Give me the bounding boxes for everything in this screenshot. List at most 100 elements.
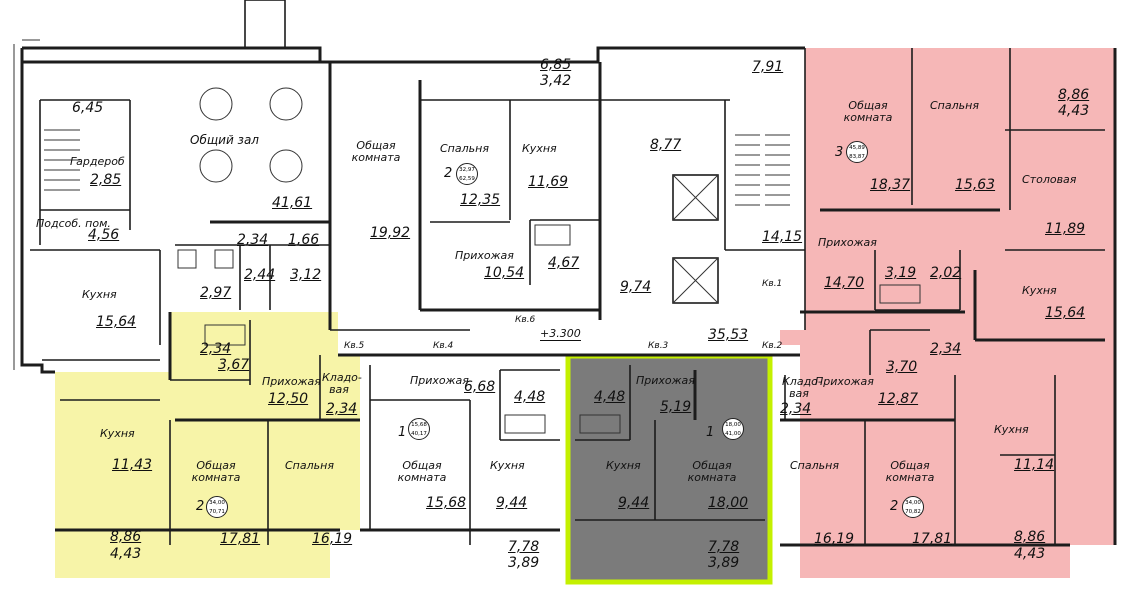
room-name-bedroom: Спальня [790, 459, 839, 472]
area-label: 14,70 [824, 275, 865, 291]
room-name-kitchen: Кухня [606, 459, 641, 472]
area-label: 1,66 [288, 232, 320, 248]
area-label: 9,44 [618, 495, 650, 511]
apartment-number: Кв.2 [762, 341, 783, 351]
area-label: 15,64 [1045, 305, 1086, 321]
area-label: 5,19 [660, 399, 692, 415]
room-name-wardrobe: Гардероб [70, 155, 125, 168]
area-label: 4,48 [594, 389, 626, 405]
area-label: 11,14 [1014, 457, 1055, 473]
area-label: 8,86 [110, 529, 142, 545]
room-name-living: Общая комната [687, 459, 737, 485]
room-name-bedroom: Спальня [285, 459, 334, 472]
area-label: 16,19 [312, 531, 353, 547]
area-label: 35,53 [708, 327, 749, 343]
room-name-bedroom: Спальня [930, 99, 979, 112]
room-name-kitchen: Кухня [994, 423, 1029, 436]
room-name-kitchen: Кухня [490, 459, 525, 472]
area-label: 9,44 [496, 495, 528, 511]
area-label: 18,37 [870, 177, 911, 193]
room-count: 2 [890, 499, 899, 514]
area-label: 18,00 [708, 495, 749, 511]
area-label: 11,43 [112, 457, 153, 473]
room-name-bedroom: Спальня [440, 142, 489, 155]
room-name-living: Общая комната [885, 459, 935, 485]
area-label: 4,48 [514, 389, 546, 405]
area-label: 2,34 [780, 401, 812, 417]
area-label: 3,89 [708, 555, 740, 571]
area-label: 15,64 [96, 314, 137, 330]
room-count: 1 [706, 425, 715, 440]
room-count: 2 [444, 166, 453, 181]
room-name-storage: Кладо- вая [782, 375, 822, 401]
room-name-hall: Прихожая [410, 374, 469, 387]
area-label: 10,54 [484, 265, 525, 281]
apartment-number: Кв.5 [344, 341, 365, 351]
apartment-number: Кв.4 [433, 341, 454, 351]
room-count: 2 [196, 499, 205, 514]
area-label: 2,34 [237, 232, 269, 248]
area-label: 3,89 [508, 555, 540, 571]
area-label: 17,81 [912, 531, 953, 547]
room-name-hall: Прихожая [818, 236, 877, 249]
room-name-storage: Кладо- вая [322, 371, 362, 397]
area-label: 6,85 [540, 57, 572, 73]
room-name-living: Общая комната [351, 139, 401, 165]
area-label: 12,50 [268, 391, 309, 407]
area-label: 8,86 [1014, 529, 1046, 545]
room-name-utility: Подсоб. пом. [36, 217, 111, 230]
area-label: 17,81 [220, 531, 261, 547]
area-label: 7,78 [508, 539, 540, 555]
area-label: 11,89 [1045, 221, 1086, 237]
area-label: 3,67 [218, 357, 250, 373]
area-label: 8,86 [1058, 87, 1090, 103]
area-label: 4,43 [1058, 103, 1090, 119]
area-label: 3,42 [540, 73, 572, 89]
area-label: 6,45 [72, 100, 104, 116]
room-name-kitchen: Кухня [100, 427, 135, 440]
area-label: 7,91 [752, 59, 784, 75]
yellow-unit-fill [55, 312, 360, 578]
room-name-dining: Столовая [1022, 173, 1077, 186]
area-label: 4,67 [548, 255, 580, 271]
area-label: 2,02 [930, 265, 962, 281]
area-label: 2,85 [90, 172, 122, 188]
area-label: 2,97 [200, 285, 232, 301]
room-name-living: Общая комната [191, 459, 241, 485]
area-label: 14,15 [762, 229, 803, 245]
area-label: 3,12 [290, 267, 322, 283]
selected-unit-fill [568, 356, 770, 582]
room-name-kitchen: Кухня [522, 142, 557, 155]
area-label: 19,92 [370, 225, 411, 241]
area-label: 12,87 [878, 391, 919, 407]
area-label: 2,34 [930, 341, 962, 357]
room-name-hall: Прихожая [636, 374, 695, 387]
room-name-hall: Прихожая [262, 375, 321, 388]
apartment-number: Кв.3 [648, 341, 669, 351]
room-name-hall: Общий зал [190, 133, 259, 147]
room-name-hall: Прихожая [815, 375, 874, 388]
room-count: 3 [835, 145, 844, 160]
area-label: 2,34 [326, 401, 358, 417]
area-label: 2,44 [244, 267, 276, 283]
area-label: 15,63 [955, 177, 996, 193]
apartment-number: Кв.6 [515, 315, 536, 325]
area-label: 2,34 [200, 341, 232, 357]
level-mark: +3.300 [540, 327, 581, 342]
area-label: 7,78 [708, 539, 740, 555]
apartment-number: Кв.1 [762, 279, 783, 289]
area-label: 15,68 [426, 495, 467, 511]
area-label: 12,35 [460, 192, 501, 208]
area-label: 6,68 [464, 379, 496, 395]
room-name-kitchen: Кухня [1022, 284, 1057, 297]
area-label: 4,43 [110, 546, 142, 562]
area-label: 4,56 [88, 227, 120, 243]
room-name-kitchen: Кухня [82, 288, 117, 301]
